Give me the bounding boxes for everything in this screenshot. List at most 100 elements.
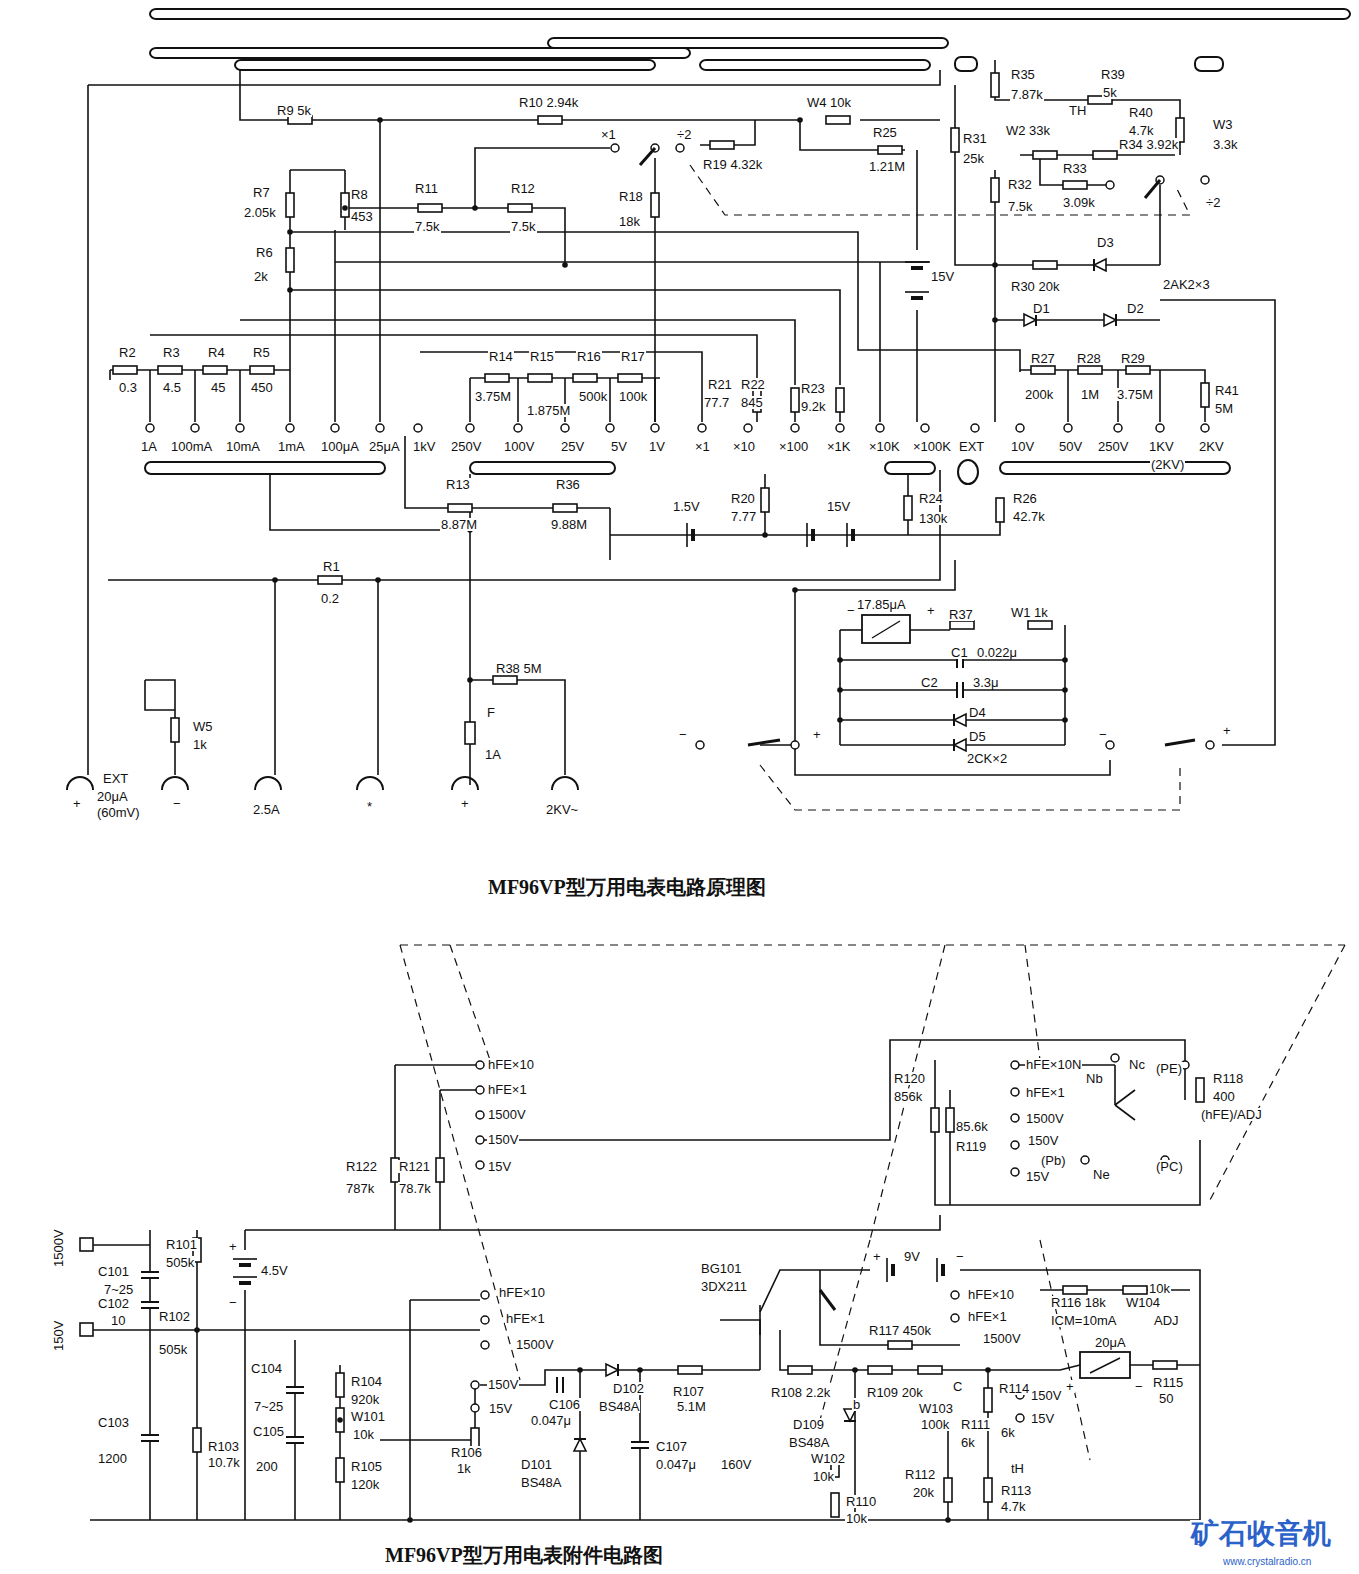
wire — [1114, 1065, 1116, 1105]
resistor-symbol — [493, 676, 517, 684]
wire — [795, 560, 955, 590]
wire — [244, 1290, 246, 1520]
wire — [149, 370, 151, 422]
linkage-line — [1210, 945, 1345, 1200]
resistor-symbol — [1153, 1361, 1177, 1369]
wire — [88, 70, 940, 85]
component-label: R120 — [893, 1072, 926, 1085]
wire — [380, 1385, 475, 1440]
component-label: 10k — [352, 1428, 375, 1441]
component-label: C101 — [97, 1265, 130, 1278]
component-label: + — [926, 604, 936, 617]
component-label: R23 — [800, 382, 826, 395]
switch-rail — [885, 462, 935, 474]
wire — [760, 1270, 870, 1312]
component-label: 7.5k — [510, 220, 537, 233]
component-label: W5 — [192, 720, 214, 733]
component-label: 1.21M — [868, 160, 906, 173]
component-label: ×1 — [694, 440, 711, 453]
component-label: (Pb) — [1040, 1154, 1067, 1167]
component-label: R2 — [118, 346, 137, 359]
capacitor-symbol — [141, 1277, 159, 1279]
capacitor-symbol — [141, 1307, 159, 1309]
resistor-symbol — [761, 488, 769, 512]
battery-symbol — [936, 1258, 938, 1282]
capacitor-symbol — [631, 1447, 649, 1449]
wire — [840, 659, 1065, 661]
component-label: 150V — [487, 1378, 519, 1391]
resistor-symbol — [996, 498, 1004, 522]
wire — [794, 590, 796, 745]
switch-blade — [1145, 180, 1160, 198]
component-label: hFE×10 — [498, 1286, 546, 1299]
component-label: F — [486, 706, 496, 719]
component-label: R13 — [445, 478, 471, 491]
component-label: D101 — [520, 1458, 553, 1471]
component-label: R36 — [555, 478, 581, 491]
component-label: 4.7k — [1000, 1500, 1027, 1513]
input-jack — [255, 777, 281, 790]
component-label: ÷2 — [676, 128, 692, 141]
component-label: R33 — [1062, 162, 1088, 175]
resistor-symbol — [1123, 1286, 1147, 1294]
wire — [1160, 300, 1275, 745]
component-label: 100V — [503, 440, 535, 453]
wire — [150, 335, 757, 385]
switch-contact — [1016, 1414, 1024, 1422]
component-label: R106 — [450, 1446, 483, 1459]
component-label: 6k — [960, 1436, 976, 1449]
component-label: − — [1134, 1380, 1144, 1393]
component-label: 130k — [918, 512, 948, 525]
component-label: R110 — [845, 1495, 877, 1508]
component-label: 100k — [920, 1418, 950, 1431]
switch-rails — [145, 9, 1350, 474]
component-label: 25μA — [368, 440, 401, 453]
resistor-symbol — [573, 374, 597, 382]
component-label: R40 — [1128, 106, 1154, 119]
component-label: 2.5A — [252, 803, 281, 816]
junction-dot — [837, 687, 843, 693]
component-label: R6 — [255, 246, 274, 259]
fuse-symbol — [465, 722, 475, 744]
component-label: + — [1065, 1380, 1075, 1393]
junction-dot — [792, 587, 798, 593]
resistor-symbol — [984, 1478, 992, 1502]
component-label: − — [846, 604, 856, 617]
component-label: 3DX211 — [700, 1280, 748, 1293]
component-label: 500k — [578, 390, 608, 403]
component-label: 20k — [912, 1486, 935, 1499]
component-label: 7~25 — [253, 1400, 284, 1413]
junction-dot — [342, 205, 348, 211]
wire — [1060, 1365, 1080, 1370]
component-label: hFE×1 — [1025, 1086, 1066, 1099]
component-label: 7.5k — [414, 220, 441, 233]
component-label: W103 — [918, 1402, 954, 1415]
component-label: ICM=10mA — [1050, 1314, 1117, 1327]
component-label: b — [852, 1398, 861, 1411]
switch-contact — [696, 741, 704, 749]
component-label: R24 — [918, 492, 944, 505]
resistor-symbol — [918, 1366, 942, 1374]
switch-contact — [1206, 741, 1214, 749]
component-label: + — [228, 1240, 238, 1253]
resistor-symbol — [984, 1388, 992, 1412]
component-label: R32 — [1007, 178, 1033, 191]
component-label: BS48A — [788, 1436, 830, 1449]
component-label: ×1 — [600, 128, 617, 141]
component-label: R4 — [207, 346, 226, 359]
resistor-symbol — [1033, 261, 1057, 269]
component-label: R10 2.94k — [518, 96, 579, 109]
component-label: TH — [1068, 104, 1087, 117]
component-label: 50 — [1158, 1392, 1174, 1405]
linkage-line — [400, 944, 1345, 945]
component-label: R101 — [165, 1238, 198, 1251]
component-label: 10V — [1010, 440, 1035, 453]
wire — [290, 232, 1020, 372]
switch-contact — [744, 424, 752, 432]
wire — [879, 262, 881, 422]
component-label: 2k — [253, 270, 269, 283]
component-label: C2 — [920, 676, 939, 689]
junction-dot — [945, 1517, 951, 1523]
resistor-symbol — [788, 1366, 812, 1374]
wire — [440, 1089, 478, 1091]
